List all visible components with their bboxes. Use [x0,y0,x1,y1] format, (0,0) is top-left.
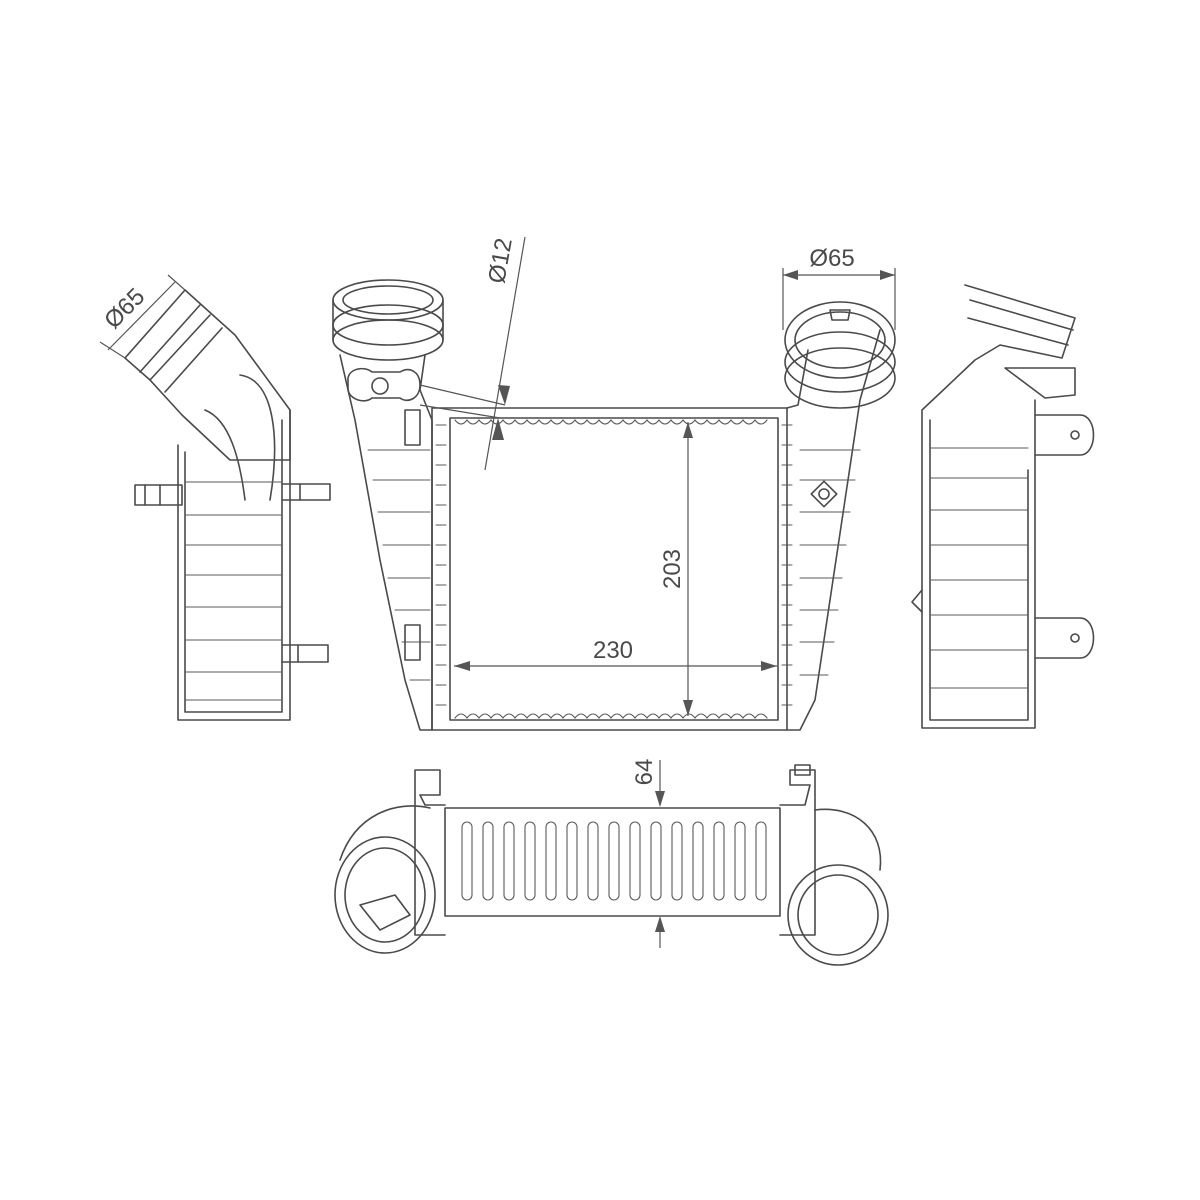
right-side-fins [929,447,1029,689]
right-side-view [911,284,1095,729]
dim-label-d65-left: Ø65 [99,283,150,334]
bottom-view [334,764,889,966]
dimension-lines [99,236,896,948]
dim-label-height: 203 [659,549,686,589]
dim-label-width: 230 [593,637,633,664]
left-tank-ribs [367,449,431,681]
dim-label-d12: Ø12 [483,236,517,285]
front-view [332,279,896,731]
core-tube-ticks [435,424,793,706]
dim-label-depth: 64 [631,759,658,786]
right-tank-ribs [799,449,861,676]
dim-label-d65-right: Ø65 [809,245,854,272]
left-side-fins [184,481,283,701]
left-side-view [124,289,331,721]
bottom-view-slots [461,821,767,901]
